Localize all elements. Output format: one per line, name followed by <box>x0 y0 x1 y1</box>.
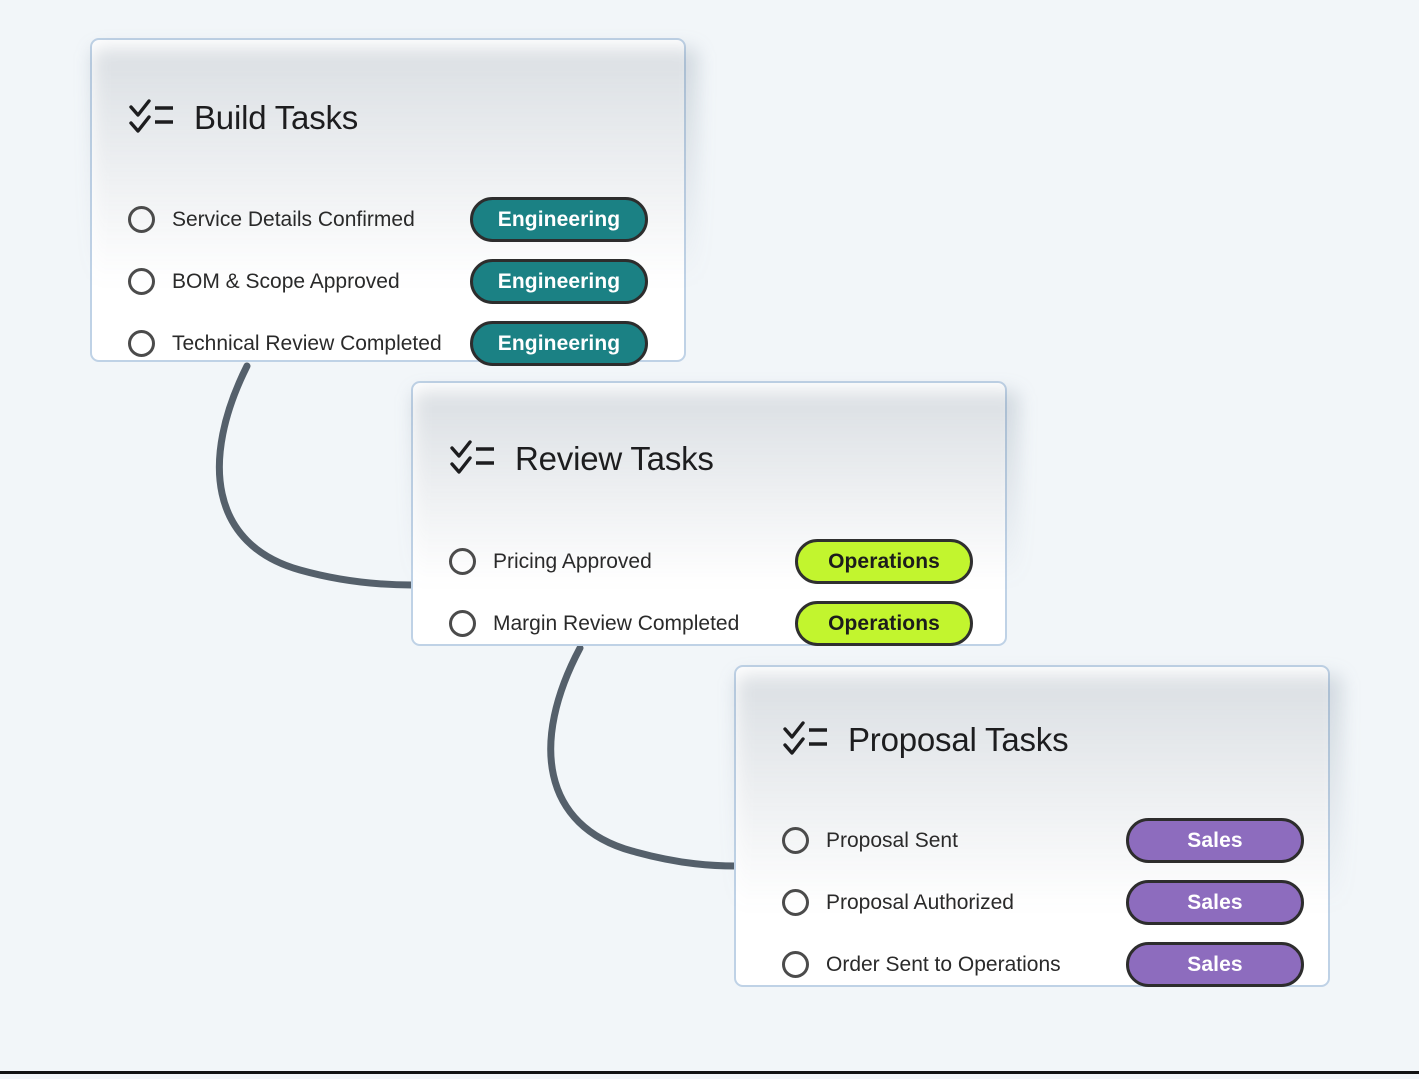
badge-slot: Sales <box>958 818 1304 864</box>
card-header: Proposal Tasks <box>736 667 1328 784</box>
task-row[interactable]: Margin Review Completed Operations <box>449 593 973 655</box>
page-title-build: Build Tasks <box>194 99 359 137</box>
unchecked-circle-icon[interactable] <box>782 827 809 855</box>
page-title-proposal: Proposal Tasks <box>848 721 1069 759</box>
badge-slot: Engineering <box>442 321 648 367</box>
status-badge[interactable]: Operations <box>795 539 973 585</box>
connector-review-to-proposal <box>547 644 740 870</box>
task-main: Proposal Authorized <box>782 889 1014 917</box>
task-row[interactable]: Order Sent to Operations Sales <box>782 934 1304 996</box>
badge-slot: Operations <box>652 539 973 585</box>
badge-slot: Sales <box>1014 880 1304 926</box>
task-main: Service Details Confirmed <box>128 206 415 234</box>
task-label: Pricing Approved <box>493 550 652 574</box>
card-header: Build Tasks <box>92 40 684 162</box>
card-build-tasks[interactable]: Build Tasks Service Details Confirmed En… <box>90 38 686 367</box>
task-main: Margin Review Completed <box>449 610 740 638</box>
task-label: Proposal Authorized <box>826 891 1014 915</box>
page-title-review: Review Tasks <box>515 440 714 478</box>
card-proposal-tasks[interactable]: Proposal Tasks Proposal Sent Sales Propo… <box>734 665 1330 988</box>
badge-slot: Operations <box>739 601 973 647</box>
task-label: Technical Review Completed <box>172 332 442 356</box>
unchecked-circle-icon[interactable] <box>449 610 476 638</box>
task-row[interactable]: Pricing Approved Operations <box>449 531 973 593</box>
status-badge[interactable]: Engineering <box>470 259 648 305</box>
badge-slot: Engineering <box>415 197 648 243</box>
task-main: BOM & Scope Approved <box>128 268 400 296</box>
status-badge[interactable]: Sales <box>1126 880 1304 926</box>
task-main: Pricing Approved <box>449 548 652 576</box>
status-badge[interactable]: Engineering <box>470 197 648 243</box>
status-badge[interactable]: Operations <box>795 601 973 647</box>
unchecked-circle-icon[interactable] <box>782 889 809 917</box>
task-row[interactable]: BOM & Scope Approved Engineering <box>128 251 648 313</box>
viewport-bottom-rule <box>0 1071 1419 1074</box>
task-row[interactable]: Technical Review Completed Engineering <box>128 313 648 375</box>
status-badge[interactable]: Sales <box>1126 942 1304 988</box>
checklist-icon <box>450 440 494 474</box>
task-label: Margin Review Completed <box>493 612 740 636</box>
badge-slot: Engineering <box>400 259 648 305</box>
card-review-tasks[interactable]: Review Tasks Pricing Approved Operations… <box>411 381 1007 647</box>
task-row[interactable]: Service Details Confirmed Engineering <box>128 189 648 251</box>
task-row[interactable]: Proposal Authorized Sales <box>782 872 1304 934</box>
task-list-proposal: Proposal Sent Sales Proposal Authorized … <box>736 810 1328 996</box>
task-main: Proposal Sent <box>782 827 958 855</box>
task-row[interactable]: Proposal Sent Sales <box>782 810 1304 872</box>
unchecked-circle-icon[interactable] <box>128 206 155 234</box>
unchecked-circle-icon[interactable] <box>782 951 809 979</box>
task-main: Order Sent to Operations <box>782 951 1061 979</box>
unchecked-circle-icon[interactable] <box>449 548 476 576</box>
task-label: Order Sent to Operations <box>826 953 1061 977</box>
task-main: Technical Review Completed <box>128 330 442 358</box>
unchecked-circle-icon[interactable] <box>128 330 155 358</box>
status-badge[interactable]: Engineering <box>470 321 648 367</box>
task-label: Proposal Sent <box>826 829 958 853</box>
task-label: Service Details Confirmed <box>172 208 415 232</box>
checklist-icon <box>129 99 173 133</box>
badge-slot: Sales <box>1061 942 1304 988</box>
card-header: Review Tasks <box>413 383 1005 503</box>
unchecked-circle-icon[interactable] <box>128 268 155 296</box>
task-label: BOM & Scope Approved <box>172 270 400 294</box>
checklist-icon <box>783 721 827 755</box>
task-list-review: Pricing Approved Operations Margin Revie… <box>413 531 1005 655</box>
connector-build-to-review <box>216 362 416 589</box>
status-badge[interactable]: Sales <box>1126 818 1304 864</box>
task-list-build: Service Details Confirmed Engineering BO… <box>92 189 684 375</box>
